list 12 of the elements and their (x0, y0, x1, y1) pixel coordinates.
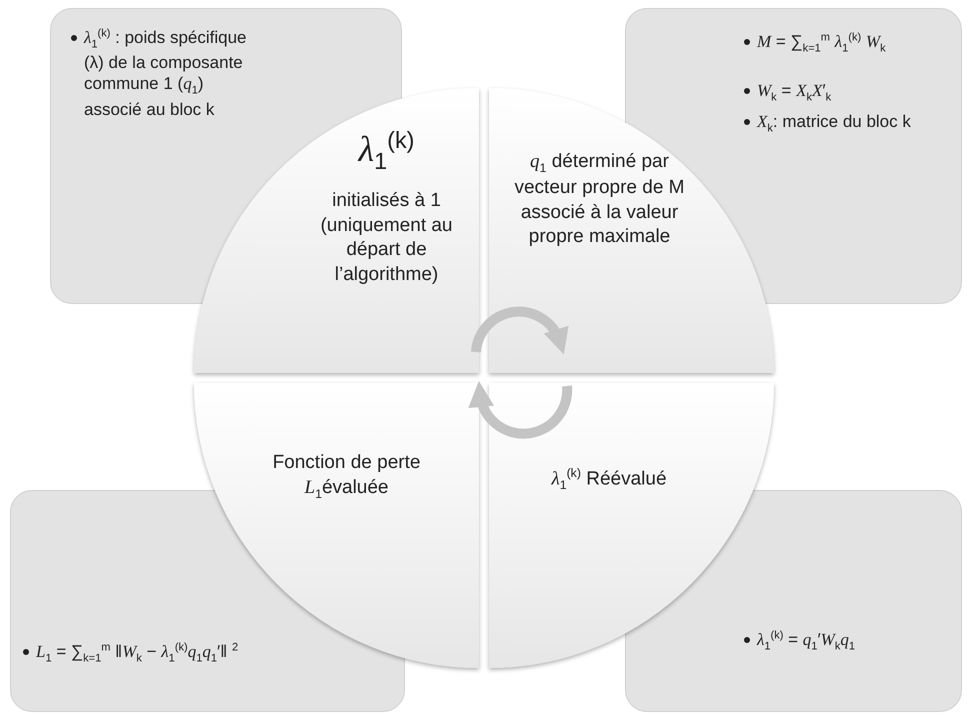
step-text: λ$_{1}$$^{(k)}$ Réévalué (550, 465, 668, 494)
step-text: Fonction de perte L$_{1}$évaluée (272, 451, 422, 502)
curved-arrow (469, 381, 572, 439)
curved-arrow (471, 306, 568, 354)
note-text: W$_{k}$ = X$_{k}$X′$_{k}$ (757, 80, 832, 106)
note-text: L$_{1}$ = ∑$_{k=1}$$^{m}$ ‖W$_{k}$ − λ$_{1}$$^{(k)}$q$_{1}$q$_{1}$′‖ $^{2}$ (36, 641, 238, 666)
note-text: λ$_{1}$$^{(k)}$ : poids spécifique (λ) de la composante commune 1 (q$_{1}$) associé au bloc k (84, 27, 248, 120)
note-text: M = ∑$_{k=1}$$^{m}$ λ$_{1}$$^{(k)}$ W$_{k}$ (757, 31, 886, 56)
step-text: q$_{1}$ déterminé par vecteur propre de M associé à la valeur propre maximale (513, 150, 686, 250)
note-text: λ$_{1}$$^{(k)}$ = q$_{1}$′W$_{k}$q$_{1}$ (757, 629, 855, 654)
note-text: X$_{k}$: matrice du bloc k (757, 111, 911, 137)
step-text: initialisés à 1 (uniquement au départ de l’algorithme) (319, 188, 454, 287)
